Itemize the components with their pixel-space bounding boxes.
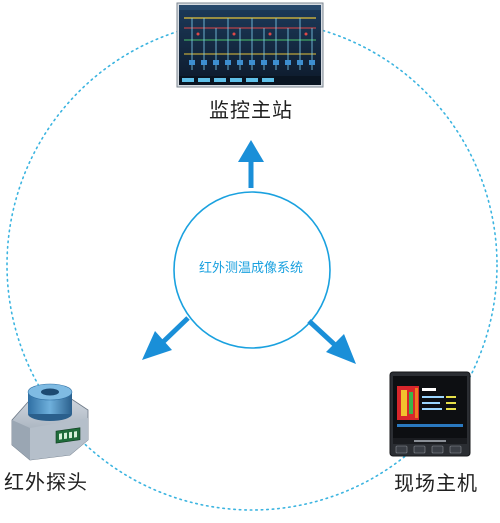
arrow-down-left	[142, 316, 190, 360]
ir-probe-label: 红外探头	[4, 470, 88, 494]
center-system-label: 红外测温成像系统	[198, 261, 303, 276]
ir-probe-device-image	[11, 383, 89, 461]
center-circle	[173, 191, 331, 349]
arrow-down-right	[307, 319, 356, 364]
monitor-station-label: 监控主站	[209, 98, 293, 122]
monitor-station-screen-image	[176, 2, 324, 88]
orbit-ring	[6, 19, 498, 511]
arrow-up	[238, 140, 264, 188]
field-host-label: 现场主机	[394, 471, 478, 495]
field-host-device-image	[389, 371, 471, 457]
